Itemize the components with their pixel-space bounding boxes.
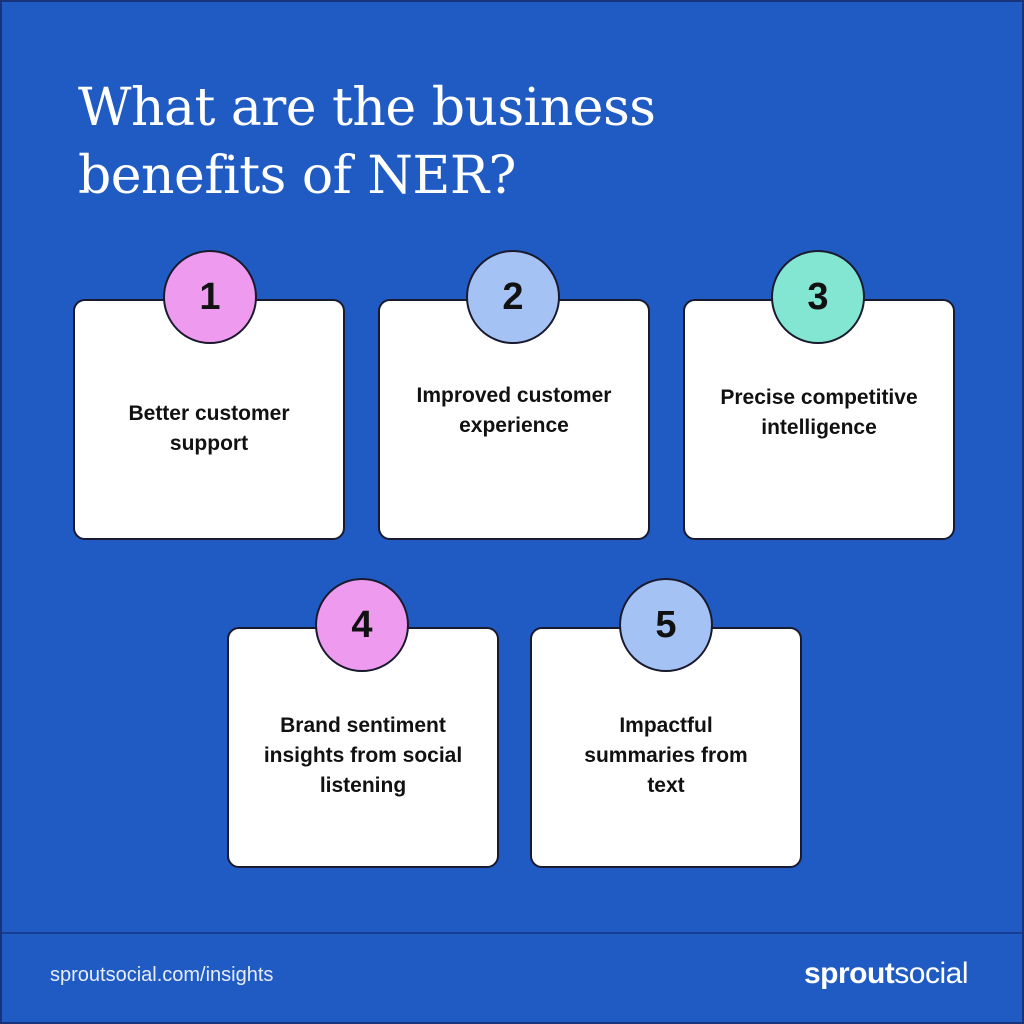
benefit-label: Brand sentiment insights from social lis… xyxy=(263,714,463,797)
number-badge-4: 4 xyxy=(315,578,409,672)
benefit-label: Precise competitive intelligence xyxy=(720,386,918,439)
number-badge-5: 5 xyxy=(619,578,713,672)
logo-bold: sprout xyxy=(803,957,895,990)
page-title: What are the business benefits of NER? xyxy=(78,78,656,206)
logo-light: social xyxy=(894,957,968,990)
benefit-label: Impactful summaries from text xyxy=(584,714,748,797)
number-badge-2: 2 xyxy=(466,250,560,344)
benefit-label: Better customer support xyxy=(128,402,290,455)
footer-url[interactable]: sproutsocial.com/insights xyxy=(50,964,274,986)
number-badge-1: 1 xyxy=(163,250,257,344)
benefit-label: Improved customer experience xyxy=(416,384,612,437)
number-badge-3: 3 xyxy=(771,250,865,344)
sproutsocial-logo: sproutsocial xyxy=(803,957,969,991)
footer-divider xyxy=(2,932,1022,934)
